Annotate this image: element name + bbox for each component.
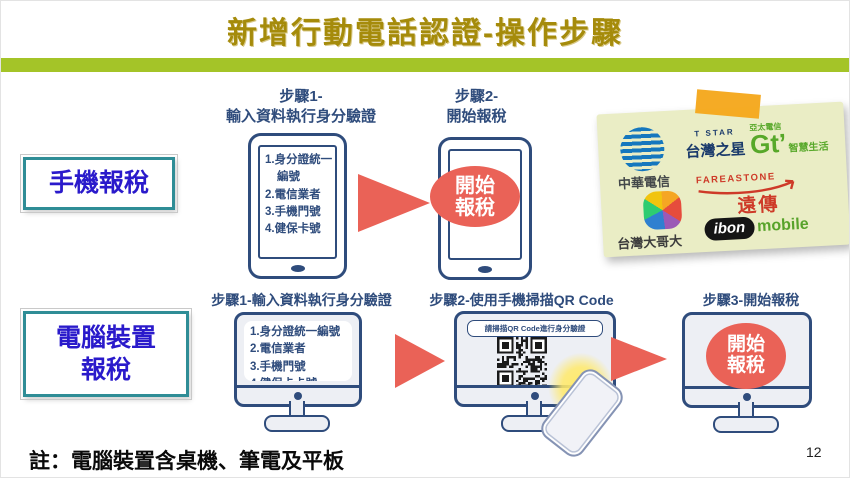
power-light-icon: [743, 393, 751, 401]
ibon-mobile-logo: ibon mobile: [704, 214, 809, 242]
page-number: 12: [806, 444, 822, 460]
monitor-step2-icon: 請掃描QR Code進行身分驗證: [454, 311, 616, 407]
arrow-right-icon: [611, 337, 667, 381]
power-light-icon: [294, 392, 302, 400]
monitor-base: [264, 415, 330, 432]
arrow-right-icon: [395, 334, 445, 388]
list-item: 4.健保卡卡號: [250, 376, 350, 381]
telecom-providers-note: 中華電信 T STAR 台灣之星 亞太電信 Gt’ 智慧生活 FAREASTON…: [596, 101, 849, 258]
list-item: 2.電信業者: [250, 343, 306, 356]
qr-code-svg: [497, 337, 547, 387]
mobile-step1-label: 步驟1- 輸入資料執行身分驗證: [225, 88, 376, 125]
taiwan-mobile-label: 台灣大哥大: [616, 233, 683, 252]
title-divider: [1, 58, 849, 72]
monitor-step3-icon: 開始 報稅: [682, 312, 812, 408]
taiwan-mobile-logo-icon: [642, 190, 683, 231]
identity-input-list: 1.身分證統一編號 2.電信業者 3.手機門號 4.健保卡號: [260, 147, 335, 238]
list-item: 3.手機門號: [265, 205, 321, 218]
fareastone-swoosh-icon: [698, 179, 795, 195]
start-filing-badge: 開始 報稅: [706, 323, 786, 389]
computer-filing-box: 電腦裝置 報稅: [20, 308, 192, 400]
computer-step1-label: 步驟1-輸入資料執行身分驗證: [211, 292, 392, 308]
list-item: 3.手機門號: [250, 360, 306, 373]
list-item: 1.身分證統一編號: [265, 154, 333, 184]
mobile-step2-label: 步驟2- 開始報稅: [446, 88, 507, 125]
aptg-logo: 亞太電信 Gt’ 智慧生活: [749, 121, 829, 160]
computer-step3-label: 步驟3-開始報稅: [702, 292, 800, 308]
mobile-filing-box: 手機報稅: [20, 154, 178, 213]
phone-step1-icon: 1.身分證統一編號 2.電信業者 3.手機門號 4.健保卡號: [248, 133, 347, 279]
footnote: 註：電腦裝置含桌機、筆電及平板: [29, 450, 344, 473]
fareastone-logo: FAREASTONE 遠傳: [696, 170, 810, 221]
start-filing-badge: 開始 報稅: [430, 166, 520, 227]
tstar-logo: T STAR 台灣之星: [685, 127, 746, 161]
phone-screen: 1.身分證統一編號 2.電信業者 3.手機門號 4.健保卡號: [258, 145, 337, 259]
home-button-icon: [290, 265, 305, 272]
qr-caption: 請掃描QR Code進行身分驗證: [467, 320, 603, 337]
mobile-filing-label: 手機報稅: [48, 169, 149, 198]
computer-step2-label: 步驟2-使用手機掃描QR Code: [429, 292, 614, 308]
chunghwa-telecom-label: 中華電信: [617, 173, 671, 192]
monitor-step1-icon: 1.身分證統一編號 2.電信業者 3.手機門號 4.健保卡卡號: [234, 312, 362, 407]
identity-input-list: 1.身分證統一編號 2.電信業者 3.手機門號 4.健保卡卡號: [244, 321, 352, 381]
list-item: 2.電信業者: [265, 188, 321, 201]
monitor-base: [713, 416, 779, 433]
home-button-icon: [478, 266, 492, 273]
list-item: 4.健保卡號: [265, 223, 321, 235]
arrow-right-icon: [358, 174, 430, 232]
power-light-icon: [531, 392, 539, 400]
chunghwa-telecom-logo-icon: [619, 126, 666, 173]
page-title: 新增行動電話認證-操作步驟: [227, 17, 623, 50]
list-item: 1.身分證統一編號: [250, 326, 341, 338]
